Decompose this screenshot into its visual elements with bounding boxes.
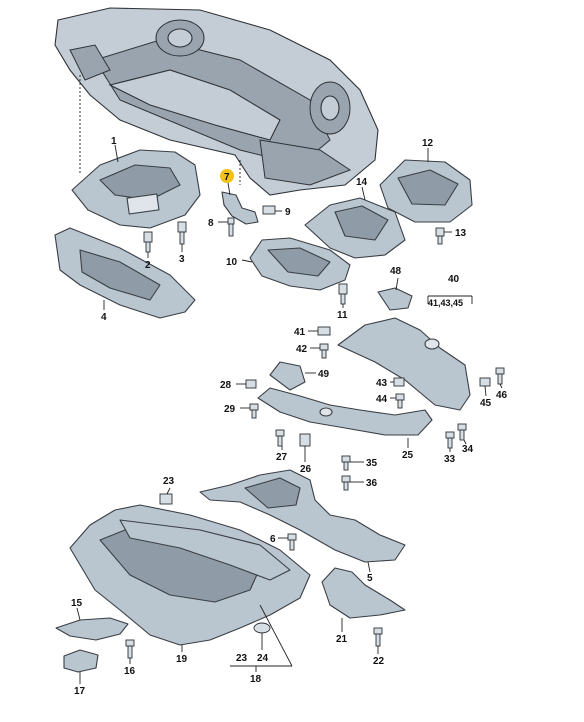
bolt-2 bbox=[143, 231, 153, 253]
bolt-34 bbox=[457, 423, 467, 441]
callout-15: 15 bbox=[71, 598, 83, 609]
part-21-shield bbox=[321, 567, 406, 619]
callout-16: 16 bbox=[124, 666, 136, 677]
callout-7: 7 bbox=[224, 172, 230, 183]
callout-7-highlight bbox=[220, 169, 234, 183]
callout-24: 24 bbox=[257, 653, 269, 664]
callout-6: 6 bbox=[270, 534, 276, 545]
callout-48: 48 bbox=[390, 266, 402, 277]
callout-27: 27 bbox=[276, 452, 288, 463]
bolt-33 bbox=[445, 431, 455, 449]
callout-13: 13 bbox=[455, 228, 467, 239]
callout-28: 28 bbox=[220, 380, 232, 391]
callout-40-subparts: 41,43,45 bbox=[428, 298, 463, 308]
callout-40: 40 bbox=[448, 274, 460, 285]
clip-41 bbox=[317, 326, 331, 336]
part-5-center-shield bbox=[199, 469, 406, 563]
callout-5: 5 bbox=[367, 573, 373, 584]
callout-35: 35 bbox=[366, 458, 378, 469]
part-14-cover bbox=[304, 197, 406, 259]
callout-labels: 1 2 3 4 5 6 7 8 9 10 11 12 13 14 15 16 1… bbox=[71, 136, 508, 697]
callout-26: 26 bbox=[300, 464, 312, 475]
car-underbody bbox=[54, 7, 379, 196]
screw-8 bbox=[227, 217, 235, 237]
callout-11: 11 bbox=[337, 310, 348, 321]
callout-2: 2 bbox=[145, 260, 151, 271]
clip-28 bbox=[245, 379, 257, 389]
callout-10: 10 bbox=[226, 257, 238, 268]
part-19-floor-shield bbox=[69, 504, 311, 646]
bolt-44 bbox=[395, 393, 405, 409]
nut-24 bbox=[253, 622, 271, 634]
bolt-22 bbox=[373, 627, 383, 647]
clip-26 bbox=[299, 433, 311, 447]
callout-33: 33 bbox=[444, 454, 456, 465]
part-10-shield bbox=[249, 237, 351, 291]
bolt-11 bbox=[338, 283, 348, 305]
bolt-35 bbox=[341, 455, 351, 471]
callout-4: 4 bbox=[101, 312, 107, 323]
callout-34: 34 bbox=[462, 444, 474, 455]
bolt-3 bbox=[177, 221, 187, 245]
callout-3: 3 bbox=[179, 254, 185, 265]
bolt-46 bbox=[495, 367, 505, 385]
part-49-plate bbox=[269, 361, 306, 391]
part-48-pad bbox=[377, 287, 413, 311]
callout-46: 46 bbox=[496, 390, 508, 401]
callout-17: 17 bbox=[74, 686, 86, 697]
callout-44: 44 bbox=[376, 394, 388, 405]
callout-23-top: 23 bbox=[163, 476, 175, 487]
bolt-16 bbox=[125, 639, 135, 659]
nut-43 bbox=[393, 377, 405, 387]
callout-36: 36 bbox=[366, 478, 378, 489]
bolt-27 bbox=[275, 429, 285, 447]
callout-23-bottom: 23 bbox=[236, 653, 248, 664]
callout-25: 25 bbox=[402, 450, 414, 461]
bolt-29 bbox=[249, 403, 259, 419]
callout-8: 8 bbox=[208, 218, 214, 229]
callout-49: 49 bbox=[318, 369, 330, 380]
callout-18: 18 bbox=[250, 674, 262, 685]
part-25-tunnel-shield bbox=[257, 387, 433, 436]
callout-41: 41 bbox=[294, 327, 306, 338]
callout-29: 29 bbox=[224, 404, 236, 415]
callout-43: 43 bbox=[376, 378, 388, 389]
bolt-13 bbox=[435, 227, 445, 245]
callout-12: 12 bbox=[422, 138, 434, 149]
part-1-engine-shield bbox=[71, 149, 201, 229]
callout-45: 45 bbox=[480, 398, 492, 409]
nut-45 bbox=[479, 377, 491, 387]
part-7-bracket-highlighted bbox=[221, 191, 259, 225]
part-12-cover bbox=[379, 159, 473, 223]
callout-1: 1 bbox=[111, 136, 117, 147]
bolt-42 bbox=[319, 343, 329, 359]
clip-9 bbox=[262, 205, 276, 215]
callout-21: 21 bbox=[336, 634, 348, 645]
part-40-heat-shield bbox=[337, 317, 471, 411]
bolt-36 bbox=[341, 475, 351, 491]
callout-42: 42 bbox=[296, 344, 308, 355]
callout-9: 9 bbox=[285, 207, 291, 218]
part-15-bracket bbox=[55, 617, 129, 641]
part-17-pad bbox=[63, 649, 99, 673]
part-23-clip bbox=[159, 493, 173, 505]
callout-14: 14 bbox=[356, 177, 368, 188]
callout-19: 19 bbox=[176, 654, 188, 665]
part-4-side-shield bbox=[54, 227, 196, 319]
bolt-6 bbox=[287, 533, 297, 551]
callout-22: 22 bbox=[373, 656, 385, 667]
